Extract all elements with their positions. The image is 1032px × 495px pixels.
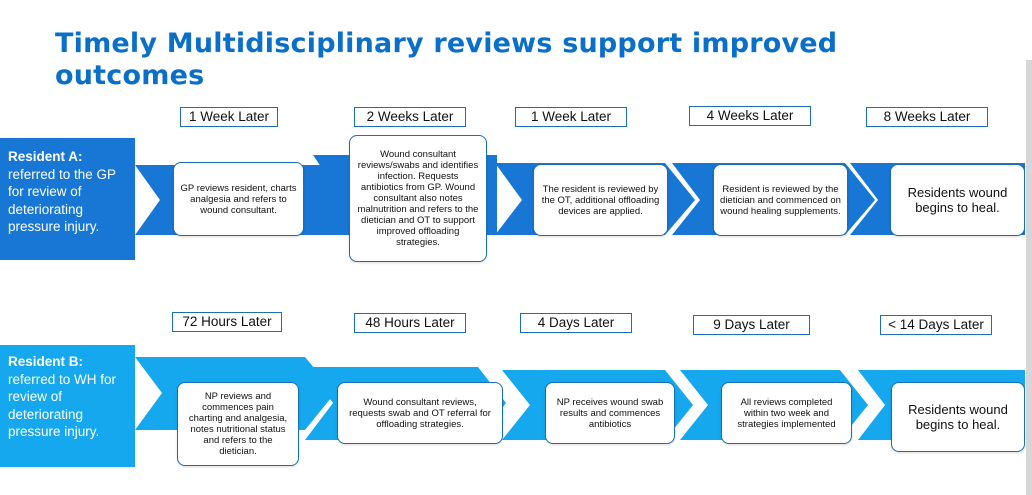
row-b-timing-1: 72 Hours Later xyxy=(172,312,282,332)
row-a-resident-name: Resident A: xyxy=(8,149,83,164)
row-b-timing-2: 48 Hours Later xyxy=(354,313,466,333)
row-b-resident-label: Resident B: referred to WH for review of… xyxy=(0,345,135,441)
row-a-step-2: Wound consultant reviews/swabs and ident… xyxy=(349,135,487,262)
row-b-resident-desc: referred to WH for review of deteriorati… xyxy=(8,371,117,440)
row-a-step-3: The resident is reviewed by the OT, addi… xyxy=(533,164,668,236)
row-a-step-4: Resident is reviewed by the dietician an… xyxy=(713,164,848,236)
row-a-resident-arrow xyxy=(0,138,135,260)
row-b-timing-4: 9 Days Later xyxy=(693,315,810,335)
row-b-timing-3: 4 Days Later xyxy=(520,313,632,333)
row-b-step-2: Wound consultant reviews, requests swab … xyxy=(337,382,503,444)
row-a-timing-5: 8 Weeks Later xyxy=(866,107,988,127)
slide-title: Timely Multidisciplinary reviews support… xyxy=(55,28,838,91)
row-a-timing-3: 1 Week Later xyxy=(515,107,627,127)
row-a-timing-4: 4 Weeks Later xyxy=(689,106,811,126)
row-b-resident-arrow xyxy=(0,345,135,467)
row-b-arrows xyxy=(0,345,1025,467)
row-a-timing-2: 2 Weeks Later xyxy=(354,107,466,127)
row-a-resident-desc: referred to the GP for review of deterio… xyxy=(8,166,116,235)
row-b-step-3: NP receives wound swab results and comme… xyxy=(545,382,675,444)
window-edge xyxy=(1026,60,1032,495)
row-a-step-5: Residents wound begins to heal. xyxy=(890,164,1025,236)
row-a-resident-label: Resident A: referred to the GP for revie… xyxy=(0,140,135,236)
row-a-timing-1: 1 Week Later xyxy=(180,107,278,127)
row-b-step-4: All reviews completed within two week an… xyxy=(721,382,852,444)
row-b-step-5: Residents wound begins to heal. xyxy=(891,382,1025,452)
row-b-step-1: NP reviews and commences pain charting a… xyxy=(177,382,299,466)
row-b-resident-name: Resident B: xyxy=(8,354,84,369)
row-a-step-1: GP reviews resident, charts analgesia an… xyxy=(173,162,304,236)
row-a-arrows xyxy=(0,138,1025,260)
row-b-timing-5: < 14 Days Later xyxy=(880,315,992,335)
